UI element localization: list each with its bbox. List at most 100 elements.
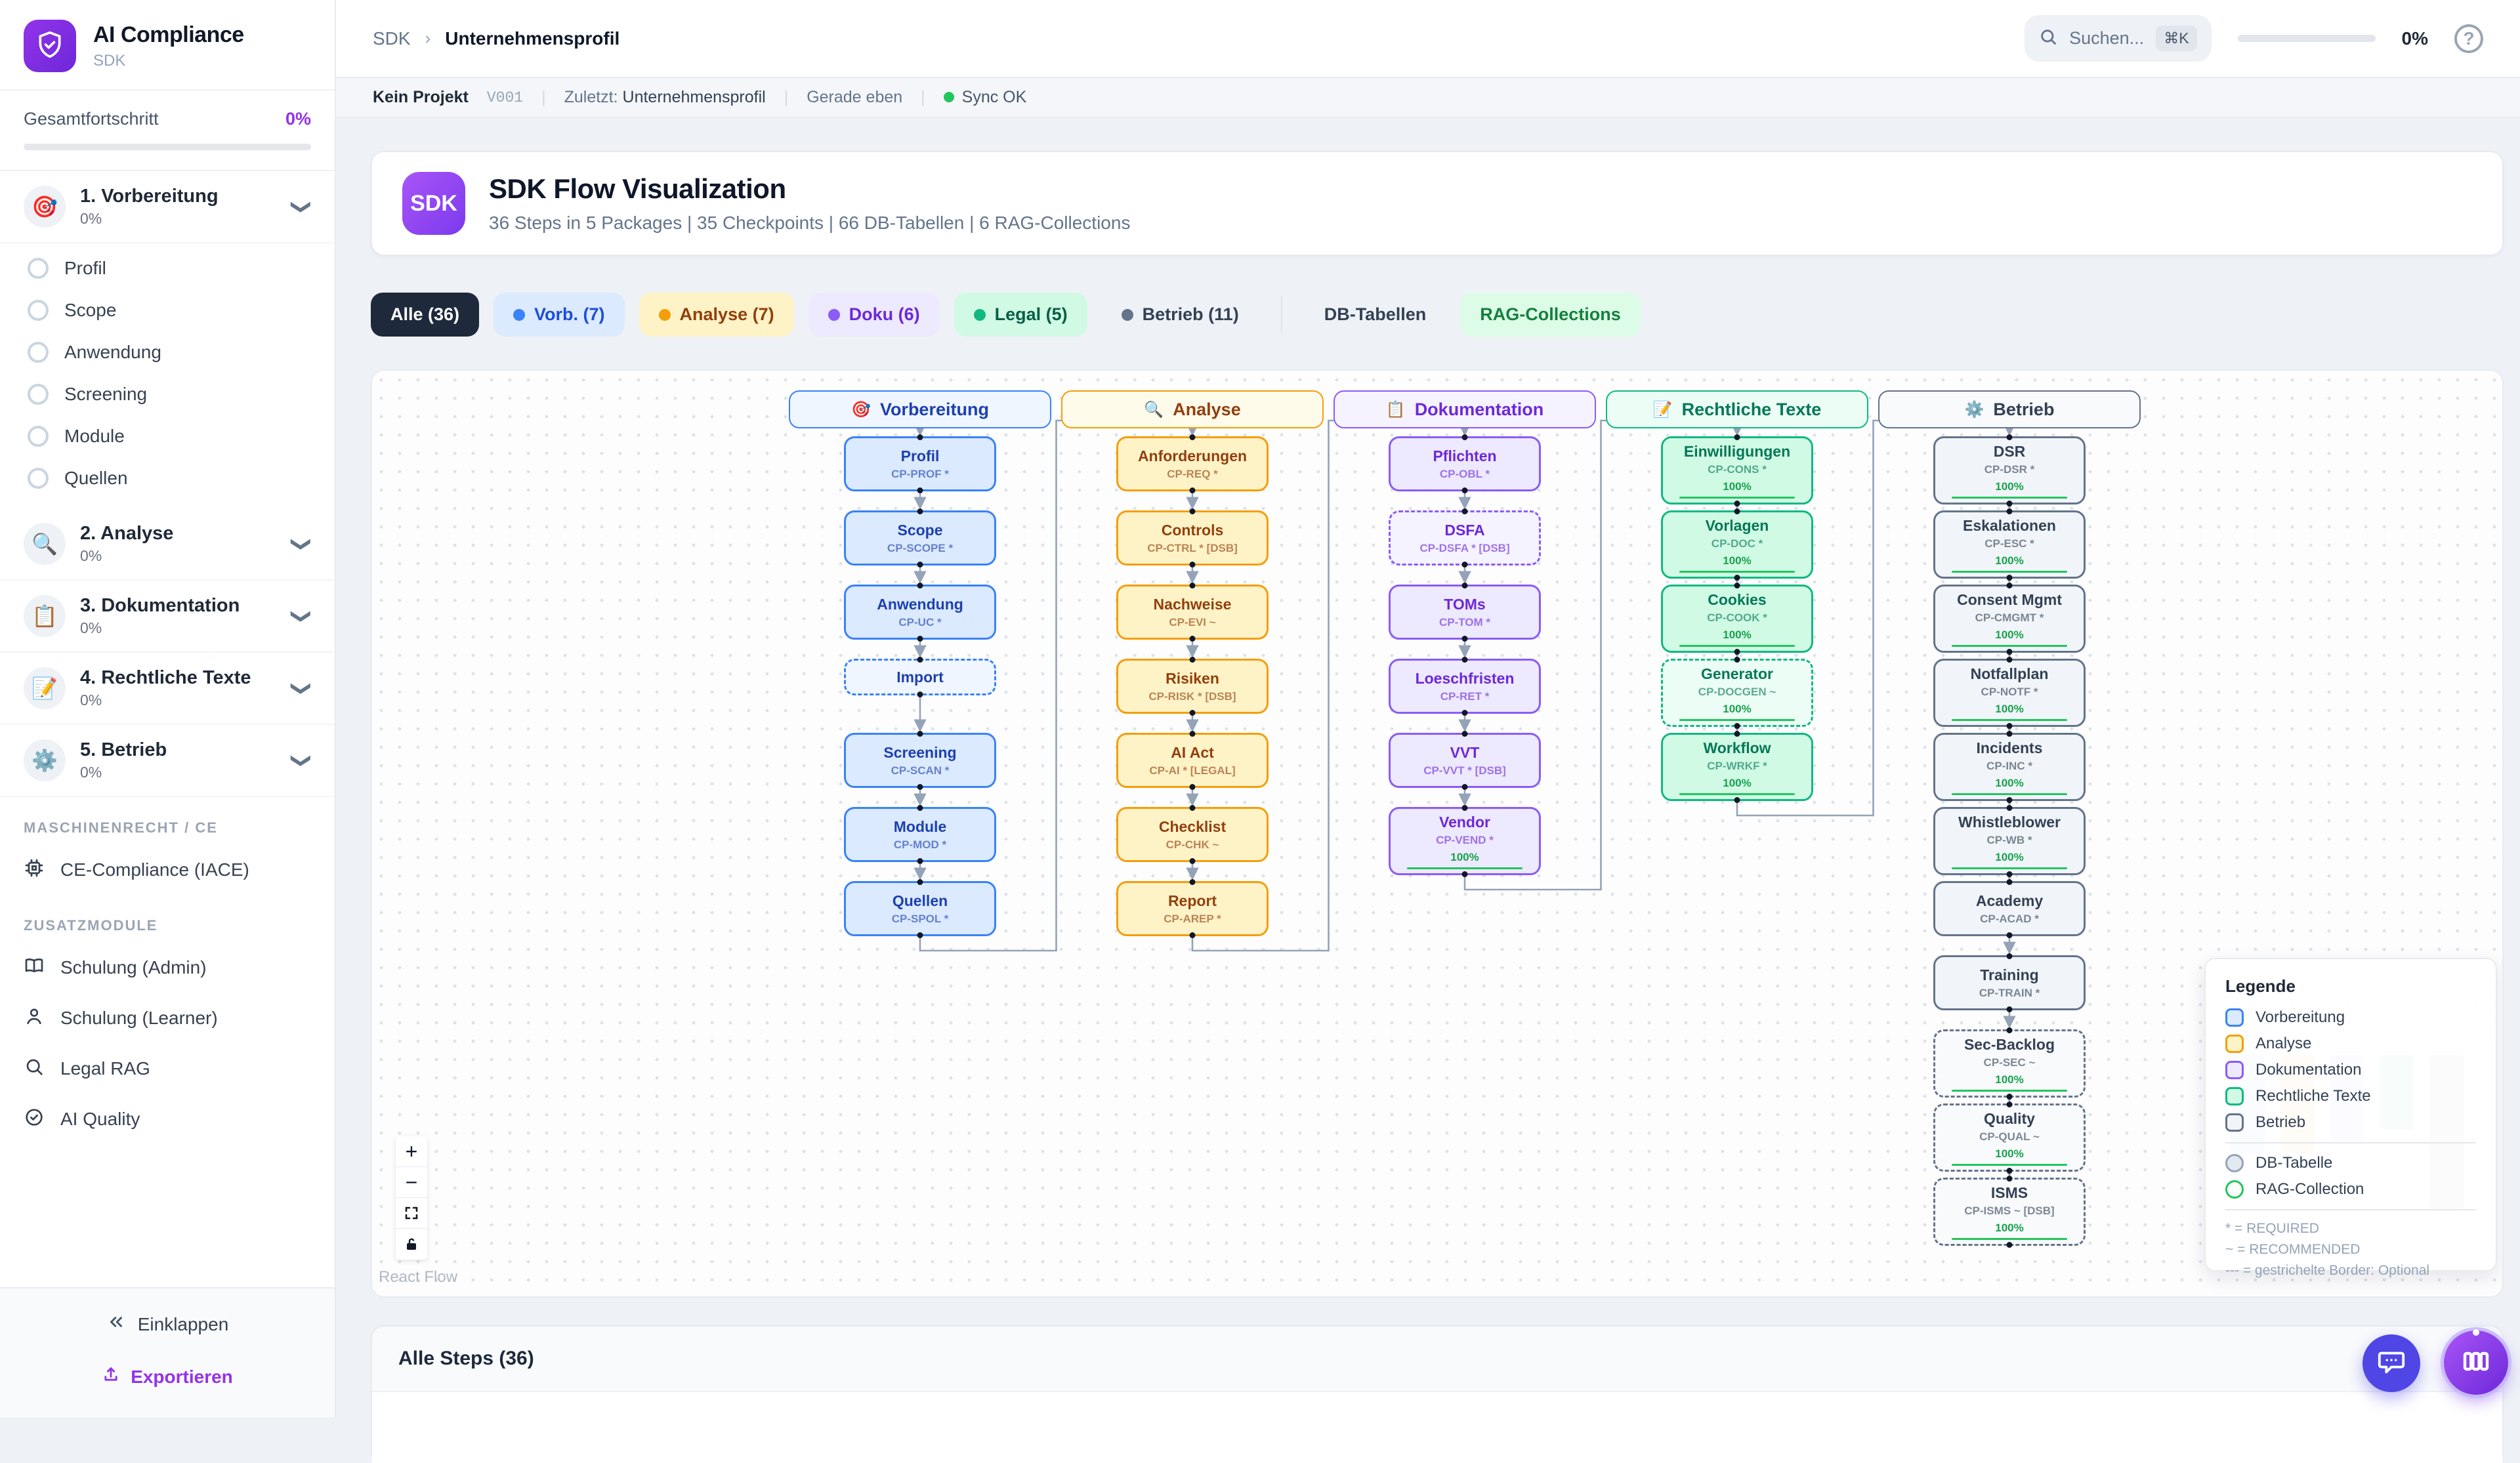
- filter-chip-analyse-7-[interactable]: Analyse (7): [639, 293, 794, 337]
- panels-fab[interactable]: [2444, 1329, 2508, 1395]
- chevron-down-icon: ❯: [290, 535, 312, 552]
- substep-screening[interactable]: Screening: [0, 373, 335, 415]
- zoom-in-button[interactable]: +: [396, 1136, 427, 1167]
- help-icon[interactable]: ?: [2454, 24, 2483, 53]
- fit-view-button[interactable]: [396, 1198, 427, 1229]
- node-title: Incidents: [1976, 739, 2043, 756]
- node-title: Consent Mgmt: [1957, 591, 2062, 608]
- package-header-vorbereitung[interactable]: 🎯 Vorbereitung: [789, 390, 1051, 428]
- filter-chip-legal-5-[interactable]: Legal (5): [954, 293, 1087, 337]
- package-label: Dokumentation: [1414, 399, 1544, 419]
- filter-chip-doku-6-[interactable]: Doku (6): [808, 293, 940, 337]
- substep-module[interactable]: Module: [0, 415, 335, 457]
- global-search[interactable]: Suchen... ⌘K: [2025, 15, 2212, 62]
- node-title: Nachweise: [1153, 596, 1232, 613]
- phase-item-5[interactable]: ⚙️ 5. Betrieb 0% ❯: [0, 725, 335, 797]
- node-progress-label: 100%: [1450, 850, 1479, 863]
- legend-label: Dokumentation: [2256, 1061, 2362, 1079]
- all-steps-row[interactable]: [372, 1391, 2502, 1463]
- phase-item-4[interactable]: 📝 4. Rechtliche Texte 0% ❯: [0, 653, 335, 725]
- substep-scope[interactable]: Scope: [0, 289, 335, 331]
- legend-swatch: [2225, 1113, 2244, 1132]
- sidebar-item-ce-compliance[interactable]: CE-Compliance (IACE): [0, 844, 335, 895]
- lock-button[interactable]: [396, 1229, 427, 1260]
- node-title: Import: [896, 668, 944, 686]
- sidebar-item-schulung-learner-[interactable]: Schulung (Learner): [0, 993, 335, 1043]
- breadcrumb-root[interactable]: SDK: [373, 28, 411, 49]
- filter-chip-betrieb-11-[interactable]: Betrieb (11): [1101, 293, 1259, 337]
- substep-anwendung[interactable]: Anwendung: [0, 331, 335, 373]
- legend-swatch: [2225, 1061, 2244, 1079]
- substep-quellen[interactable]: Quellen: [0, 457, 335, 499]
- node-title: Scope: [897, 522, 943, 539]
- phase-label: 5. Betrieb: [80, 739, 167, 760]
- package-header-betrieb[interactable]: ⚙️ Betrieb: [1878, 390, 2141, 428]
- node-title: DSR: [1993, 443, 2026, 460]
- filter-chip-rag-collections[interactable]: RAG-Collections: [1460, 293, 1641, 337]
- node-code: CP-SEC ~: [1983, 1056, 2036, 1069]
- package-header-rechtliche-texte[interactable]: 📝 Rechtliche Texte: [1606, 390, 1868, 428]
- overall-progress: Gesamtfortschritt 0%: [0, 91, 335, 171]
- legend-note: * = REQUIRED: [2225, 1221, 2319, 1236]
- zoom-out-button[interactable]: −: [396, 1167, 427, 1198]
- collapse-sidebar-button[interactable]: Einklappen: [106, 1312, 228, 1336]
- node-title: Module: [893, 818, 947, 836]
- flow-node-import[interactable]: Import: [844, 659, 996, 695]
- sidebar-item-schulung-admin-[interactable]: Schulung (Admin): [0, 942, 335, 993]
- phase-item-1[interactable]: 🎯 1. Vorbereitung 0% ❯: [0, 171, 335, 243]
- phase-item-3[interactable]: 📋 3. Dokumentation 0% ❯: [0, 581, 335, 653]
- node-progress-label: 100%: [1723, 480, 1752, 493]
- phase-item-2[interactable]: 🔍 2. Analyse 0% ❯: [0, 508, 335, 581]
- substep-profil[interactable]: Profil: [0, 247, 335, 289]
- package-header-analyse[interactable]: 🔍 Analyse: [1061, 390, 1324, 428]
- sidebar: AI Compliance SDK Gesamtfortschritt 0% 🎯…: [0, 0, 336, 1417]
- sidebar-item-legal-rag[interactable]: Legal RAG: [0, 1043, 335, 1094]
- node-title: Eskalationen: [1963, 517, 2056, 534]
- phase-label: 3. Dokumentation: [80, 595, 240, 616]
- node-code: CP-CHK ~: [1166, 838, 1219, 851]
- filter-chip-alle-36-[interactable]: Alle (36): [371, 293, 480, 337]
- flow-canvas[interactable]: Legende Vorbereitung Analyse Dokumentati…: [371, 369, 2504, 1298]
- export-button[interactable]: Exportieren: [102, 1365, 233, 1388]
- filter-chip-db-tabellen[interactable]: DB-Tabellen: [1304, 293, 1446, 337]
- package-header-dokumentation[interactable]: 📋 Dokumentation: [1334, 390, 1596, 428]
- sidebar-item-ai-quality[interactable]: AI Quality: [0, 1094, 335, 1144]
- chat-fab[interactable]: [2362, 1334, 2420, 1392]
- filter-chip-vorb-7-[interactable]: Vorb. (7): [494, 293, 625, 337]
